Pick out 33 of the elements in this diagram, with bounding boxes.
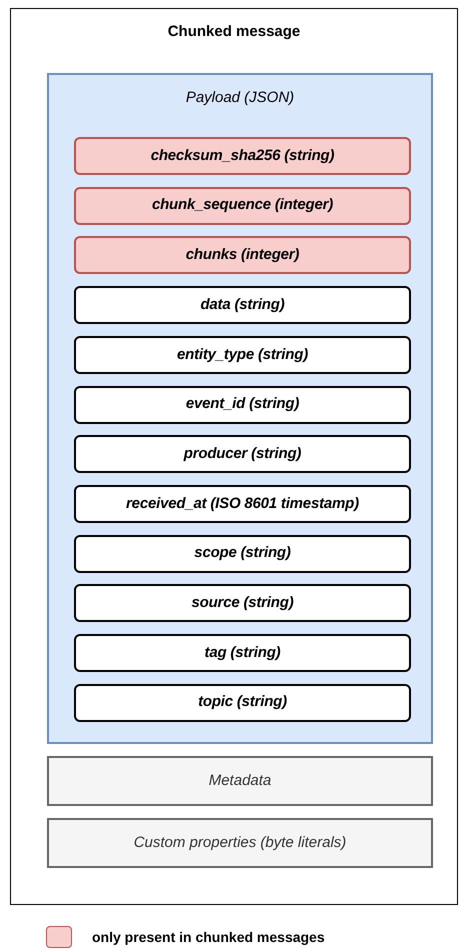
- field-box: [74, 336, 411, 374]
- section-box: [47, 818, 433, 868]
- node-label: topic (string): [198, 692, 287, 712]
- node-label: source (string): [191, 593, 294, 614]
- message-container: [10, 8, 458, 905]
- node-label: chunks (integer): [186, 245, 300, 266]
- node-label: Chunked message: [166, 22, 302, 42]
- node-label: Payload (JSON): [184, 88, 296, 108]
- field-box: [74, 236, 411, 274]
- legend-label: only present in chunked messages: [92, 928, 325, 947]
- field-box: [74, 186, 411, 225]
- payload-panel: [47, 73, 433, 744]
- field-box: [74, 534, 411, 573]
- field-box: [74, 684, 411, 722]
- node-label: checksum_sha256 (string): [150, 146, 334, 166]
- field-box: [74, 286, 411, 324]
- field-box: [74, 634, 411, 672]
- node-label: producer (string): [184, 444, 302, 464]
- node-label: Metadata: [208, 770, 272, 791]
- node-label: tag (string): [204, 642, 280, 663]
- node-label: event_id (string): [186, 394, 300, 414]
- node-label: Custom properties (byte literals): [134, 832, 346, 853]
- node-label: scope (string): [194, 543, 291, 564]
- node-label: data (string): [200, 294, 285, 315]
- field-box: [74, 137, 411, 175]
- field-box: [74, 386, 411, 424]
- field-box: [74, 484, 411, 523]
- section-box: [47, 756, 433, 806]
- node-label: chunk_sequence (integer): [152, 195, 334, 216]
- node-label: received_at (ISO 8601 timestamp): [126, 494, 359, 514]
- field-box: [74, 584, 411, 622]
- field-box: [74, 435, 411, 474]
- node-label: entity_type (string): [176, 344, 308, 365]
